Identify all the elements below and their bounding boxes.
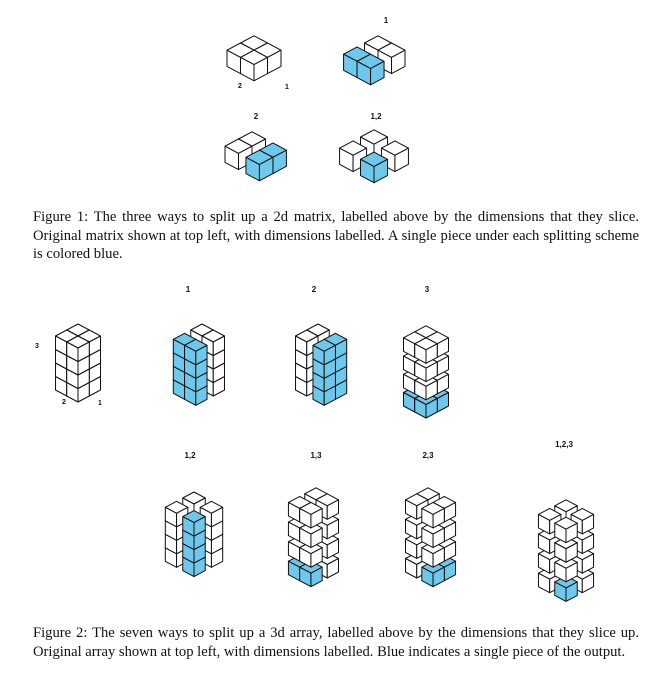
cube-face	[425, 379, 438, 401]
fig2-label-1-2: 1,2	[184, 451, 196, 460]
fig2-dim-label-3: 3	[35, 343, 39, 350]
figure-2-caption: Figure 2: The seven ways to split up a 3…	[33, 625, 639, 660]
cube-face	[432, 527, 445, 549]
cube-face	[310, 507, 323, 529]
cube-face	[391, 49, 406, 75]
cube-face	[425, 361, 438, 383]
cube-face	[193, 516, 206, 537]
cube-face	[581, 572, 595, 594]
fig1-dim-label-2: 2	[238, 83, 242, 90]
fig2-split-2	[295, 323, 348, 406]
fig2-label-1-3: 1,3	[310, 451, 322, 460]
fig2-label-1: 1	[186, 285, 191, 294]
cube-face	[212, 335, 225, 356]
fig2-dim-label-2: 2	[62, 399, 66, 406]
figure-1-caption: Figure 1: The three ways to split up a 2…	[33, 209, 639, 263]
cube-face	[326, 499, 339, 520]
cube-face	[326, 558, 339, 579]
cube-face	[565, 581, 578, 602]
cube-face	[310, 527, 323, 549]
cube-face	[310, 547, 323, 568]
fig2-split-1-2	[164, 491, 224, 578]
fig1-original-matrix	[226, 35, 282, 82]
fig2-split-1-2-3	[537, 499, 595, 602]
fig2-label-1-2-3: 1,2,3	[555, 440, 573, 449]
cube-face	[581, 513, 595, 535]
fig2-original-array	[55, 323, 101, 403]
cube-face	[432, 566, 445, 588]
fig1-label-2: 2	[254, 112, 259, 121]
figure-1-diagram: 1 2 1,2 2 1	[224, 16, 409, 184]
fig2-label-2: 2	[312, 285, 317, 294]
cube-face	[258, 156, 274, 182]
cube-face	[394, 147, 409, 173]
cube-face	[253, 56, 268, 82]
cube-face	[195, 344, 208, 366]
cube-face	[425, 343, 438, 364]
cube-face	[432, 547, 445, 568]
fig1-dim-label-1: 1	[285, 84, 289, 91]
cube-face	[581, 553, 595, 574]
cube-face	[326, 518, 339, 540]
cube-face	[210, 506, 224, 528]
cube-face	[581, 533, 595, 555]
cube-face	[77, 341, 90, 362]
fig2-split-2-3	[405, 487, 457, 588]
fig2-label-2-3: 2,3	[422, 451, 434, 460]
cube-face	[565, 522, 578, 544]
cube-face	[310, 566, 323, 588]
cube-face	[565, 561, 578, 583]
fig1-label-1-2: 1,2	[370, 112, 382, 121]
figure-2-diagram: 1 2 3 1,2 1,3 2,3 1,2,3 3 2 1	[35, 285, 595, 602]
fig2-split-3	[403, 325, 449, 419]
fig1-label-1: 1	[384, 16, 389, 25]
fig1-split-2	[224, 131, 287, 182]
fig2-split-1	[172, 323, 225, 406]
fig1-split-1	[343, 35, 406, 86]
fig1-split-1-2	[339, 129, 409, 184]
cube-face	[565, 542, 578, 563]
fig2-label-3: 3	[425, 285, 430, 294]
cube-face	[432, 507, 445, 529]
fig2-dim-label-1: 1	[98, 400, 102, 407]
cube-face	[323, 344, 336, 366]
cube-face	[326, 538, 339, 559]
cube-face	[425, 398, 438, 419]
cube-face	[373, 158, 388, 184]
fig2-split-1-3	[287, 487, 339, 588]
cube-face	[370, 60, 385, 86]
